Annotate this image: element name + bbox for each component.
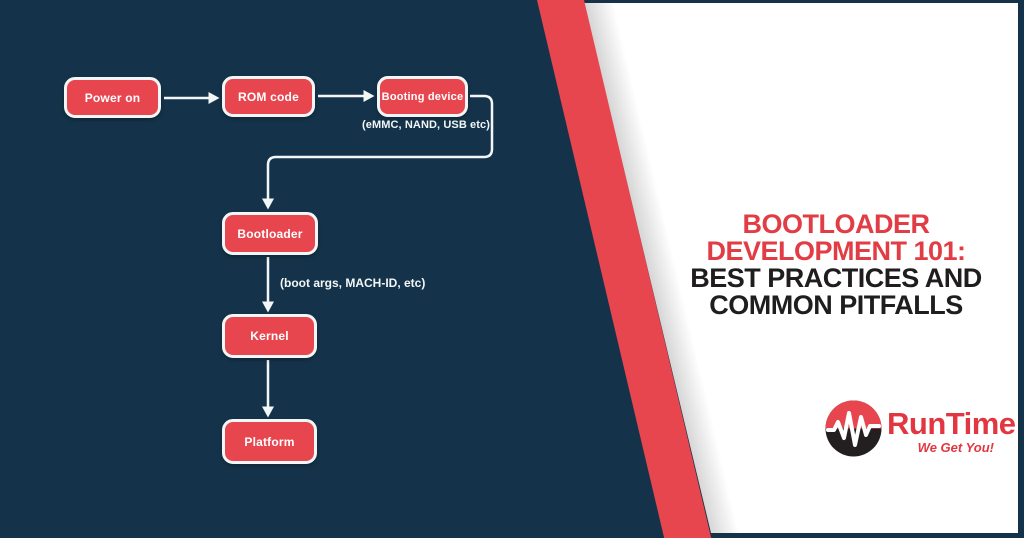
- annotation-bootloader-args: (boot args, MACH-ID, etc): [280, 276, 426, 290]
- title-line-3: BEST PRACTICES AND: [690, 263, 982, 293]
- node-platform: Platform: [222, 419, 317, 464]
- brand-name: RunTime: [887, 406, 1016, 441]
- title-line-4: COMMON PITFALLS: [709, 290, 963, 320]
- node-rom-code: ROM code: [222, 76, 315, 117]
- node-booting-device: Booting device: [377, 76, 468, 117]
- runtime-logo-waveform-icon: [825, 400, 882, 457]
- page-title: BOOTLOADER DEVELOPMENT 101: BEST PRACTIC…: [656, 211, 1016, 319]
- title-line-2: DEVELOPMENT 101:: [706, 236, 966, 266]
- brand-tagline: We Get You!: [917, 440, 994, 455]
- node-power-on: Power on: [64, 77, 161, 118]
- node-bootloader: Bootloader: [222, 212, 318, 255]
- title-line-1: BOOTLOADER: [742, 209, 931, 239]
- node-kernel: Kernel: [222, 314, 317, 358]
- connector-booting-to-bootloader: [262, 94, 494, 210]
- annotation-booting-device-media: (eMMC, NAND, USB etc): [362, 119, 490, 131]
